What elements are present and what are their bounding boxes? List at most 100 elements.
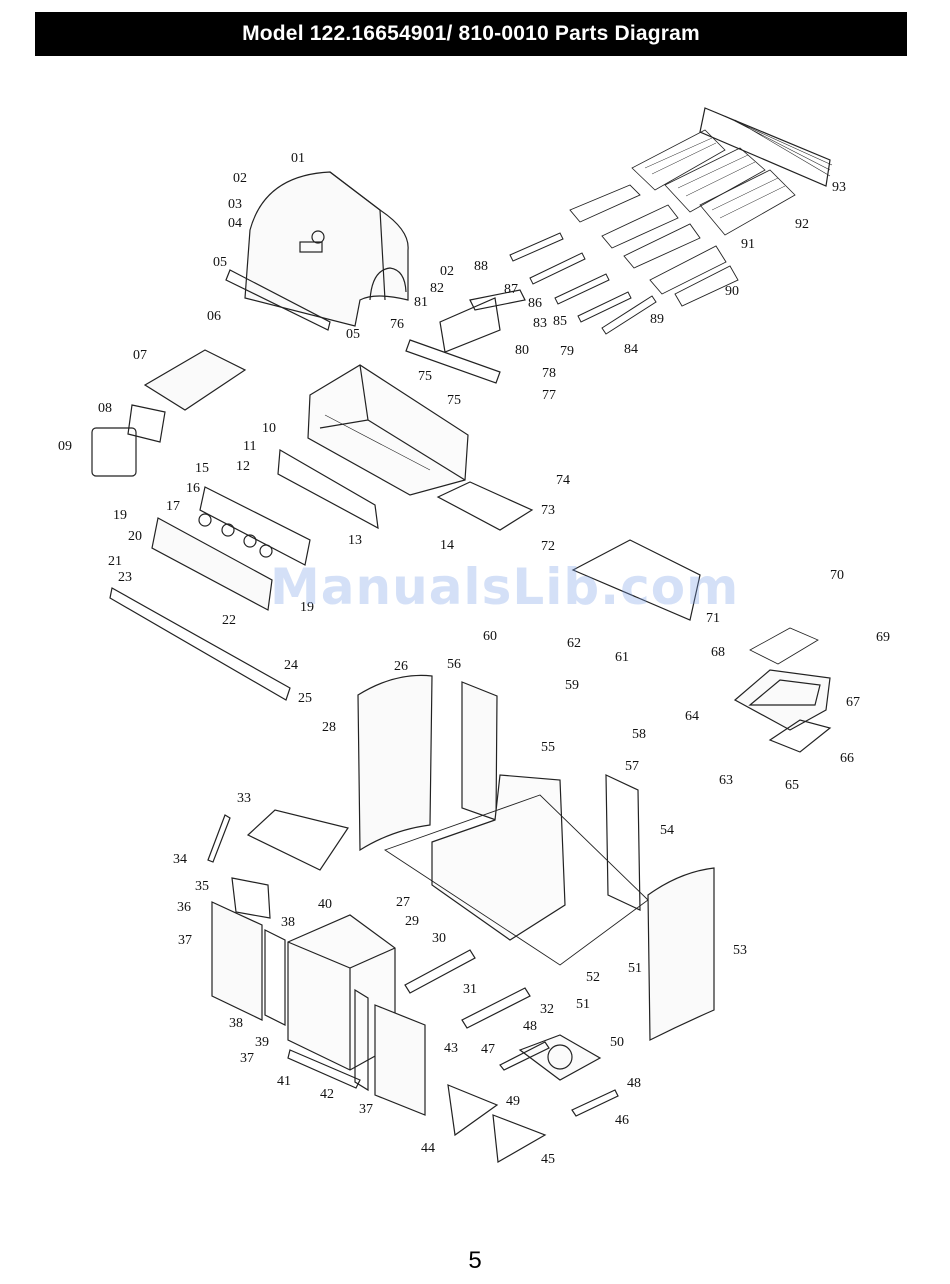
cabinet-body [431,774,566,941]
firebox [307,364,469,496]
callout-78: 78 [542,366,556,381]
callout-77: 77 [542,388,556,403]
callout-54: 54 [660,823,674,838]
callout-11: 11 [243,439,256,454]
callout-labels: 0102030405060502070809101112151617192021… [58,151,890,1167]
callout-17: 17 [166,499,180,514]
callout-66: 66 [840,751,854,766]
callout-47: 47 [481,1042,495,1057]
callout-25: 25 [298,691,312,706]
callout-71: 71 [706,611,720,626]
callout-05: 05 [213,255,227,270]
page-title-text: Model 122.16654901/ 810-0010 Parts Diagr… [242,22,700,45]
left-door [357,674,433,852]
callout-57: 57 [625,759,639,774]
warming-rack [699,107,831,187]
side-grate [749,627,819,665]
callout-59: 59 [565,678,579,693]
side-table [571,539,701,621]
heat-shield [405,339,501,384]
callout-20: 20 [128,529,142,544]
callout-91: 91 [741,237,755,252]
callout-37: 37 [178,933,192,948]
callout-58: 58 [632,727,646,742]
callout-65: 65 [785,778,799,793]
callout-89: 89 [650,312,664,327]
callout-08: 08 [98,401,112,416]
rail-41 [287,1049,361,1089]
callout-12: 12 [236,459,250,474]
callout-63: 63 [719,773,733,788]
callout-72: 72 [541,539,555,554]
callout-75: 75 [447,393,461,408]
callout-01: 01 [291,151,305,166]
callout-45: 45 [541,1152,555,1167]
callout-60: 60 [483,629,497,644]
callout-86: 86 [528,296,542,311]
callout-38: 38 [281,915,295,930]
callout-22: 22 [222,613,236,628]
grill-lid [244,171,409,327]
lower-trim [109,587,291,701]
ir-burner [768,719,832,753]
callout-32: 32 [540,1002,554,1017]
callout-49: 49 [506,1094,520,1109]
callout-05: 05 [346,327,360,342]
callout-64: 64 [685,709,699,724]
callout-88: 88 [474,259,488,274]
callout-85: 85 [553,314,567,329]
callout-48: 48 [523,1019,537,1034]
bottom-shelf [246,809,349,871]
flame-tamers [569,184,739,307]
callout-48: 48 [627,1076,641,1091]
slide-46 [571,1089,619,1117]
front-bezel [151,517,273,611]
callout-68: 68 [711,645,725,660]
burner-tubes [509,232,657,335]
callout-36: 36 [177,900,191,915]
callout-81: 81 [414,295,428,310]
callout-46: 46 [615,1113,629,1128]
callout-39: 39 [255,1035,269,1050]
strip-42 [354,988,369,1092]
callout-92: 92 [795,217,809,232]
callout-23: 23 [118,570,132,585]
side-shelf-left [143,349,247,411]
part-drawings [91,107,833,1163]
callout-13: 13 [348,533,362,548]
callout-51: 51 [576,997,590,1012]
callout-06: 06 [207,309,221,324]
control-panel [277,449,379,530]
brace-45 [492,1114,547,1163]
callout-19: 19 [113,508,127,523]
callout-74: 74 [556,473,570,488]
callout-30: 30 [432,931,446,946]
callout-16: 16 [186,481,200,496]
callout-69: 69 [876,630,890,645]
callout-67: 67 [846,695,860,710]
callout-41: 41 [277,1074,291,1089]
shelf-panel [127,404,166,443]
callout-75: 75 [418,369,432,384]
bracket-34 [207,814,231,863]
rail-31 [404,949,476,994]
callout-21: 21 [108,554,122,569]
callout-27: 27 [396,895,410,910]
callout-37: 37 [240,1051,254,1066]
side-burner-box [91,427,137,477]
bracket-35 [231,877,271,919]
slide-47 [499,1041,550,1071]
callout-02: 02 [233,171,247,186]
callout-76: 76 [390,317,404,332]
callout-33: 33 [237,791,251,806]
callout-26: 26 [394,659,408,674]
callout-35: 35 [195,879,209,894]
right-panel [461,681,498,821]
callout-50: 50 [610,1035,624,1050]
grease-tray [436,481,534,531]
callout-03: 03 [228,197,242,212]
callout-31: 31 [463,982,477,997]
page-title: Model 122.16654901/ 810-0010 Parts Diagr… [35,12,907,56]
callout-51: 51 [628,961,642,976]
